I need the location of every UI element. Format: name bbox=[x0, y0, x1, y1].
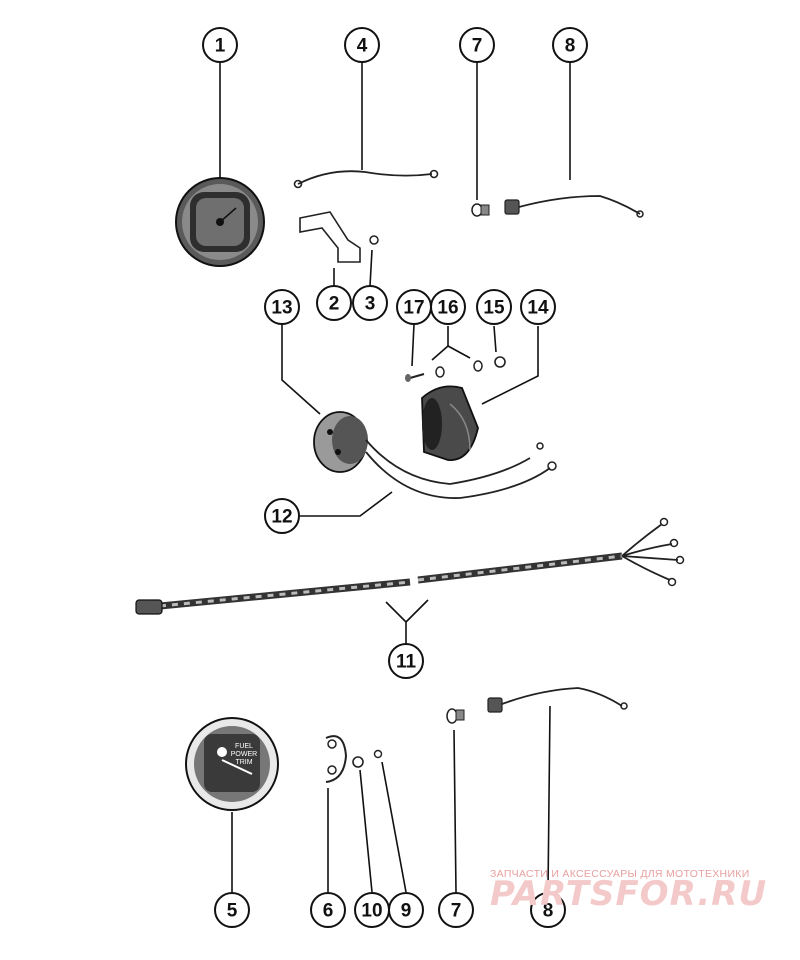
callout-label: 5 bbox=[227, 901, 238, 922]
callout-2: 2 bbox=[316, 285, 352, 321]
callout-17: 17 bbox=[396, 289, 432, 325]
watermark-tagline: ЗАПЧАСТИ И АКСЕССУАРЫ ДЛЯ МОТОТЕХНИКИ bbox=[490, 868, 750, 880]
part-1-tachometer-gauge bbox=[175, 177, 265, 267]
callout-7-top: 7 bbox=[459, 27, 495, 63]
callout-label: 17 bbox=[403, 298, 424, 319]
callout-label: 3 bbox=[365, 294, 376, 315]
part-15-nut bbox=[494, 356, 506, 368]
callout-13: 13 bbox=[264, 289, 300, 325]
callout-12: 12 bbox=[264, 498, 300, 534]
callout-label: 6 bbox=[323, 901, 334, 922]
callout-label: 1 bbox=[215, 36, 226, 57]
callout-label: 7 bbox=[472, 36, 483, 57]
callout-label: 11 bbox=[396, 652, 417, 673]
callout-3: 3 bbox=[352, 285, 388, 321]
callout-8-top: 8 bbox=[552, 27, 588, 63]
part-7-bulb-bottom bbox=[446, 708, 465, 724]
callout-label: 15 bbox=[483, 298, 505, 319]
callout-label: 14 bbox=[527, 298, 549, 319]
part-16-washers bbox=[435, 360, 483, 378]
callout-4: 4 bbox=[344, 27, 380, 63]
part-10-washer bbox=[352, 756, 364, 768]
part-2-bracket bbox=[299, 211, 361, 263]
callout-label: 4 bbox=[357, 36, 368, 57]
callout-15: 15 bbox=[476, 289, 512, 325]
callout-1: 1 bbox=[202, 27, 238, 63]
callout-11: 11 bbox=[388, 643, 424, 679]
part-17-screw bbox=[405, 373, 425, 382]
part-14-housing bbox=[421, 385, 479, 461]
callout-8-bottom: 8 bbox=[530, 892, 566, 928]
callout-label: 8 bbox=[543, 901, 554, 922]
callout-6: 6 bbox=[310, 892, 346, 928]
callout-label: 10 bbox=[361, 901, 382, 922]
part-6-clamp-bracket bbox=[325, 735, 348, 783]
callout-10: 10 bbox=[354, 892, 390, 928]
callout-label: 16 bbox=[437, 298, 458, 319]
callout-label: 7 bbox=[451, 901, 462, 922]
part-11-wiring-harness bbox=[135, 517, 685, 615]
part-7-bulb-top bbox=[471, 203, 490, 217]
part-9-nut bbox=[373, 749, 383, 759]
callout-label: 2 bbox=[329, 294, 340, 315]
callout-16: 16 bbox=[430, 289, 466, 325]
callout-9: 9 bbox=[388, 892, 424, 928]
part-13-sender-unit bbox=[313, 411, 368, 473]
callout-label: 12 bbox=[271, 507, 292, 528]
callout-label: 13 bbox=[271, 298, 292, 319]
leader-lines bbox=[219, 62, 571, 893]
part-12-sender-leads bbox=[365, 439, 557, 499]
callout-label: 8 bbox=[565, 36, 576, 57]
callout-5: 5 bbox=[214, 892, 250, 928]
callout-label: 9 bbox=[401, 901, 412, 922]
part-8-socket-lead-bottom bbox=[487, 687, 628, 713]
watermark-brand: PARTSFOR.RU bbox=[490, 874, 767, 914]
part-3-nut bbox=[369, 235, 379, 245]
callout-7-bottom: 7 bbox=[438, 892, 474, 928]
callout-14: 14 bbox=[520, 289, 556, 325]
watermark: ЗАПЧАСТИ И АКСЕССУАРЫ ДЛЯ МОТОТЕХНИКИ PA… bbox=[490, 868, 767, 914]
part-4-ground-strap bbox=[293, 169, 439, 189]
part-8-socket-lead-top bbox=[504, 195, 644, 218]
